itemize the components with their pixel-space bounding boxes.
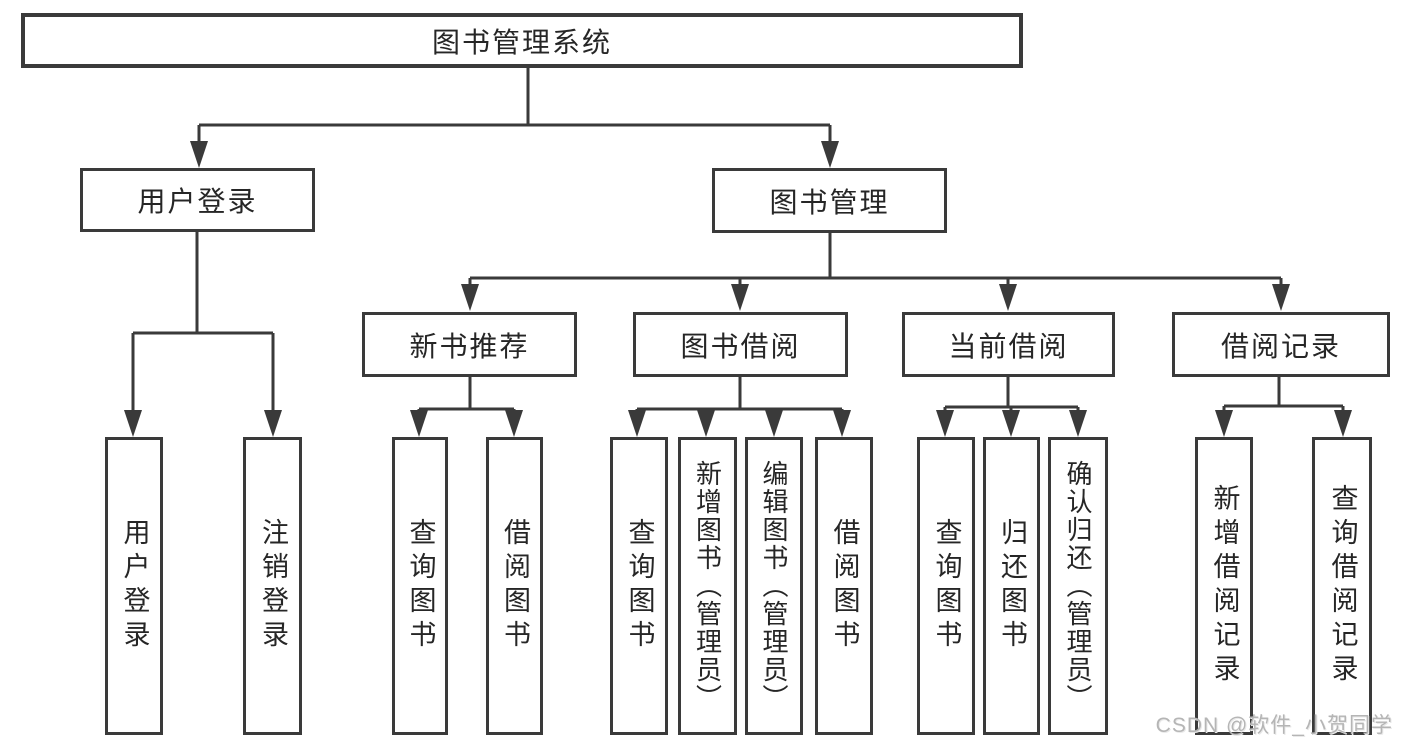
leaf-logout-label: 注销登录 — [258, 518, 288, 654]
leaf-return-books-label: 归还图书 — [997, 518, 1027, 654]
node-user-login-label: 用户登录 — [137, 186, 258, 217]
leaf-query-borrow-record-label: 查询借阅记录 — [1327, 484, 1358, 688]
leaf-borrow-query-books-label: 查询图书 — [624, 518, 655, 654]
leaf-add-borrow-record: 新增借阅记录 — [1195, 437, 1253, 735]
leaf-newbook-query-books-label: 查询图书 — [405, 518, 436, 654]
leaf-return-books: 归还图书 — [983, 437, 1040, 735]
leaf-query-borrow-record: 查询借阅记录 — [1312, 437, 1372, 735]
node-book-borrow: 图书借阅 — [633, 312, 848, 377]
node-user-login: 用户登录 — [80, 168, 315, 232]
node-book-management: 图书管理 — [712, 168, 947, 233]
leaf-edit-books-admin: 编辑图书（管理员） — [745, 437, 803, 735]
node-borrow-records-label: 借阅记录 — [1220, 330, 1341, 362]
leaf-newbook-query-books: 查询图书 — [392, 437, 448, 735]
node-current-borrow-label: 当前借阅 — [948, 330, 1069, 362]
node-library-system: 图书管理系统 — [21, 13, 1023, 68]
leaf-confirm-return-admin-label: 确认归还（管理员） — [1063, 460, 1093, 712]
leaf-borrow-borrow-books-label: 借阅图书 — [829, 518, 860, 654]
leaf-newbook-borrow-books: 借阅图书 — [486, 437, 543, 735]
node-new-book-recommend: 新书推荐 — [362, 312, 577, 377]
leaf-add-books-admin-label: 新增图书（管理员） — [692, 460, 723, 712]
leaf-add-borrow-record-label: 新增借阅记录 — [1209, 484, 1240, 688]
leaf-newbook-borrow-books-label: 借阅图书 — [500, 518, 530, 654]
leaf-borrow-borrow-books: 借阅图书 — [815, 437, 873, 735]
node-new-book-recommend-label: 新书推荐 — [409, 330, 530, 362]
leaf-user-login: 用户登录 — [105, 437, 163, 735]
leaf-user-login-label: 用户登录 — [119, 518, 150, 654]
leaf-edit-books-admin-label: 编辑图书（管理员） — [759, 460, 789, 712]
leaf-current-query-books: 查询图书 — [917, 437, 975, 735]
node-book-borrow-label: 图书借阅 — [680, 330, 801, 362]
node-book-management-label: 图书管理 — [769, 186, 890, 218]
leaf-borrow-query-books: 查询图书 — [610, 437, 668, 735]
leaf-add-books-admin: 新增图书（管理员） — [678, 437, 737, 735]
node-library-system-label: 图书管理系统 — [431, 26, 612, 58]
leaf-confirm-return-admin: 确认归还（管理员） — [1048, 437, 1108, 735]
leaf-logout: 注销登录 — [243, 437, 302, 735]
leaf-current-query-books-label: 查询图书 — [931, 518, 962, 654]
csdn-watermark: CSDN @软件_小贺同学 — [1155, 714, 1393, 737]
node-current-borrow: 当前借阅 — [902, 312, 1115, 377]
node-borrow-records: 借阅记录 — [1172, 312, 1390, 377]
